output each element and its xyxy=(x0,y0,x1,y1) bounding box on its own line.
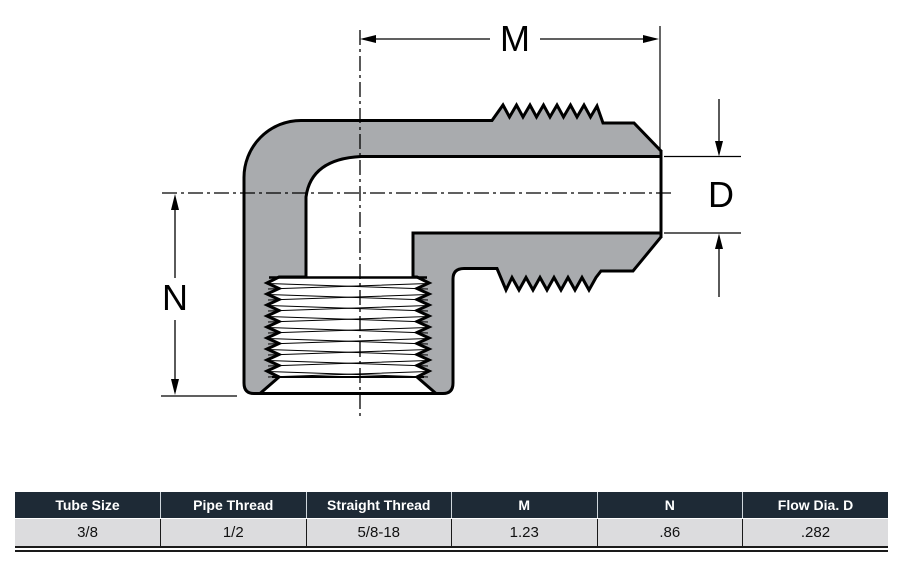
column-header-straight-thread: Straight Thread xyxy=(305,492,452,519)
dimension-m: M xyxy=(360,18,661,149)
column-header-pipe-thread: Pipe Thread xyxy=(160,492,306,519)
dimension-n: N xyxy=(161,194,237,397)
dim-label-m: M xyxy=(500,18,530,59)
value-tube-size: 3/8 xyxy=(15,518,161,548)
value-m: 1.23 xyxy=(451,518,597,548)
arrowhead-up xyxy=(715,233,723,249)
spec-data-row: 3/8 1/2 5/8-18 1.23 .86 .282 xyxy=(15,518,888,548)
female-thread-detail xyxy=(258,276,440,395)
fitting-section-diagram: M N D xyxy=(161,18,741,418)
column-header-tube-size: Tube Size xyxy=(15,492,161,519)
arrowhead-down xyxy=(171,379,179,395)
dim-label-n: N xyxy=(162,277,188,318)
arrowhead-right xyxy=(643,35,659,43)
arrowhead-left xyxy=(360,35,376,43)
value-pipe-thread: 1/2 xyxy=(160,518,306,548)
value-n: .86 xyxy=(596,518,743,548)
value-flow-dia-d: .282 xyxy=(742,518,888,548)
spec-table: Tube Size Pipe Thread Straight Thread M … xyxy=(15,492,888,548)
column-header-m: M xyxy=(451,492,597,519)
elbow-body xyxy=(242,101,663,395)
male-end-lower-body xyxy=(411,231,663,395)
spec-header-row: Tube Size Pipe Thread Straight Thread M … xyxy=(15,492,888,519)
arrowhead-up xyxy=(171,194,179,210)
column-header-flow-dia-d: Flow Dia. D xyxy=(742,492,888,519)
arrowhead-down xyxy=(715,141,723,157)
value-straight-thread: 5/8-18 xyxy=(305,518,452,548)
thread-hatch-down-lines xyxy=(267,283,429,378)
spec-table-wrap: Tube Size Pipe Thread Straight Thread M … xyxy=(15,492,888,552)
dim-label-d: D xyxy=(708,174,734,215)
column-header-n: N xyxy=(596,492,743,519)
dimension-d: D xyxy=(664,99,741,297)
